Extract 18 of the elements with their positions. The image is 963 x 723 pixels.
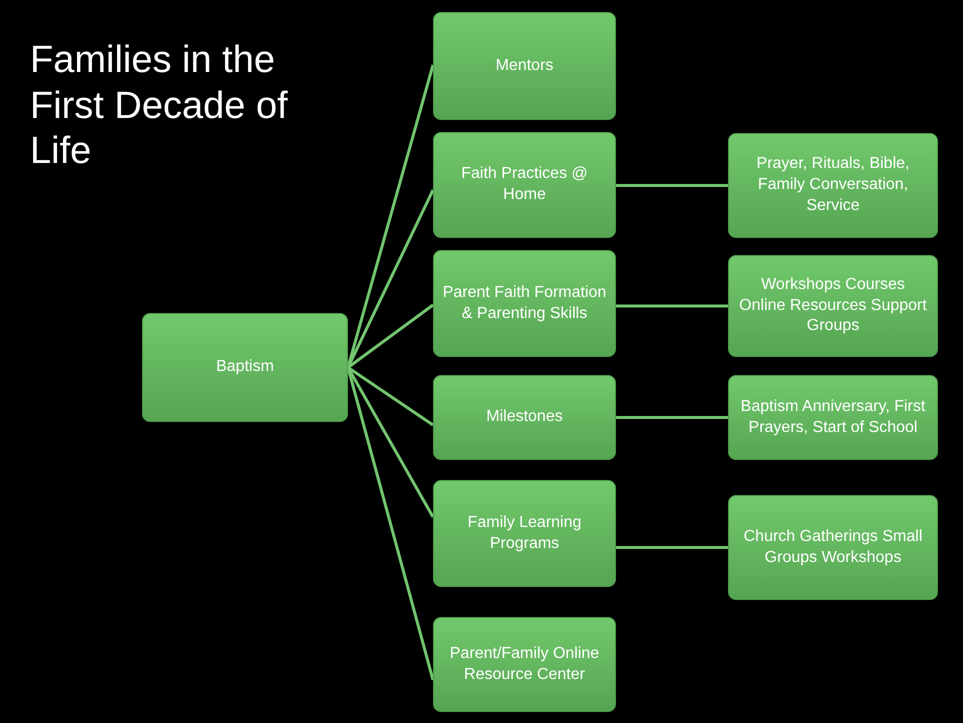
topic-box: Prayer, Rituals, Bible, Family Conversation, Service — [728, 133, 938, 238]
connector-line — [616, 304, 728, 308]
topic-box: Family Learning Programs — [433, 480, 616, 587]
topic-box: Mentors — [433, 12, 616, 120]
topic-box: Baptism — [142, 313, 348, 422]
diagram-title: Families in the First Decade of Life — [30, 38, 289, 174]
connector-line — [347, 304, 434, 369]
connector-line — [616, 184, 728, 187]
connector-line — [616, 416, 728, 419]
topic-box: Church Gatherings Small Groups Workshops — [728, 495, 938, 600]
topic-box: Faith Practices @ Home — [433, 132, 616, 238]
connector-line — [347, 366, 434, 426]
topic-box: Baptism Anniversary, First Prayers, Start of School — [728, 375, 938, 460]
connector-line — [616, 546, 728, 549]
topic-box: Milestones — [433, 375, 616, 460]
topic-box: Parent Faith Formation & Parenting Skills — [433, 250, 616, 357]
topic-box: Workshops Courses Online Resources Support Groups — [728, 255, 938, 357]
topic-box: Parent/Family Online Resource Center — [433, 617, 616, 712]
